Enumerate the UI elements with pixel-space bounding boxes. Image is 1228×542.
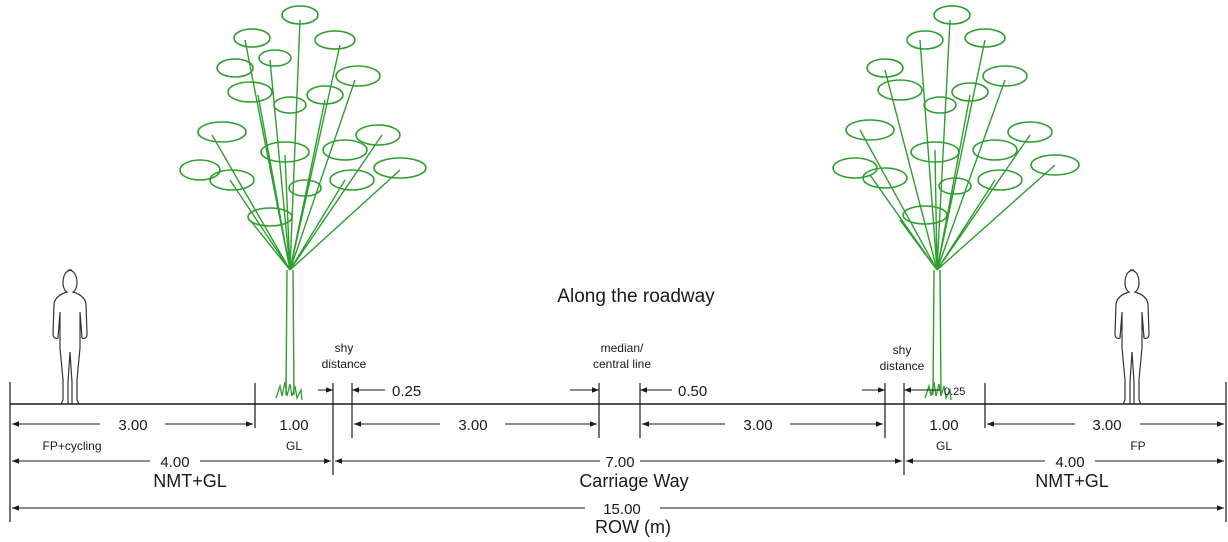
gl-right-label: GL	[936, 439, 952, 453]
shy-distance-right-line1: shy	[893, 343, 912, 357]
nmt-right-label: NMT+GL	[1035, 471, 1109, 491]
tree-icon-left	[179, 5, 427, 401]
median-label-line1: median/	[601, 341, 644, 355]
carriage-left-value: 3.00	[458, 417, 487, 434]
shy-distance-left-line1: shy	[335, 341, 354, 355]
pedestrian-icon-right	[1114, 269, 1150, 405]
gl-left-value: 1.00	[279, 417, 308, 434]
median-value: 0.50	[678, 383, 707, 400]
row-label: ROW (m)	[595, 517, 671, 537]
carriage-right-value: 3.00	[743, 417, 772, 434]
nmt-left-value: 4.00	[160, 454, 189, 471]
shy-right-value: 0.25	[944, 386, 965, 398]
row-value: 15.00	[603, 501, 641, 518]
tree-icon-right	[832, 5, 1080, 401]
diagram-title: Along the roadway	[557, 286, 715, 307]
fp-right-label: FP	[1130, 439, 1145, 453]
nmt-left-label: NMT+GL	[153, 471, 227, 491]
carriage-way-label: Carriage Way	[579, 471, 688, 491]
fp-cycling-label: FP+cycling	[42, 439, 101, 453]
shy-left-value: 0.25	[392, 383, 421, 400]
pedestrian-icon-left	[52, 269, 88, 405]
fp-right-value: 3.00	[1092, 417, 1121, 434]
nmt-right-value: 4.00	[1055, 454, 1084, 471]
boundary-ticks	[9, 382, 1227, 522]
median-label-line2: central line	[593, 357, 651, 371]
gl-left-label: GL	[286, 439, 302, 453]
gl-right-value: 1.00	[929, 417, 958, 434]
shy-distance-left-line2: distance	[322, 357, 367, 371]
shy-distance-right-line2: distance	[880, 359, 925, 373]
carriage-way-value: 7.00	[605, 454, 634, 471]
fp-cycling-value: 3.00	[118, 417, 147, 434]
